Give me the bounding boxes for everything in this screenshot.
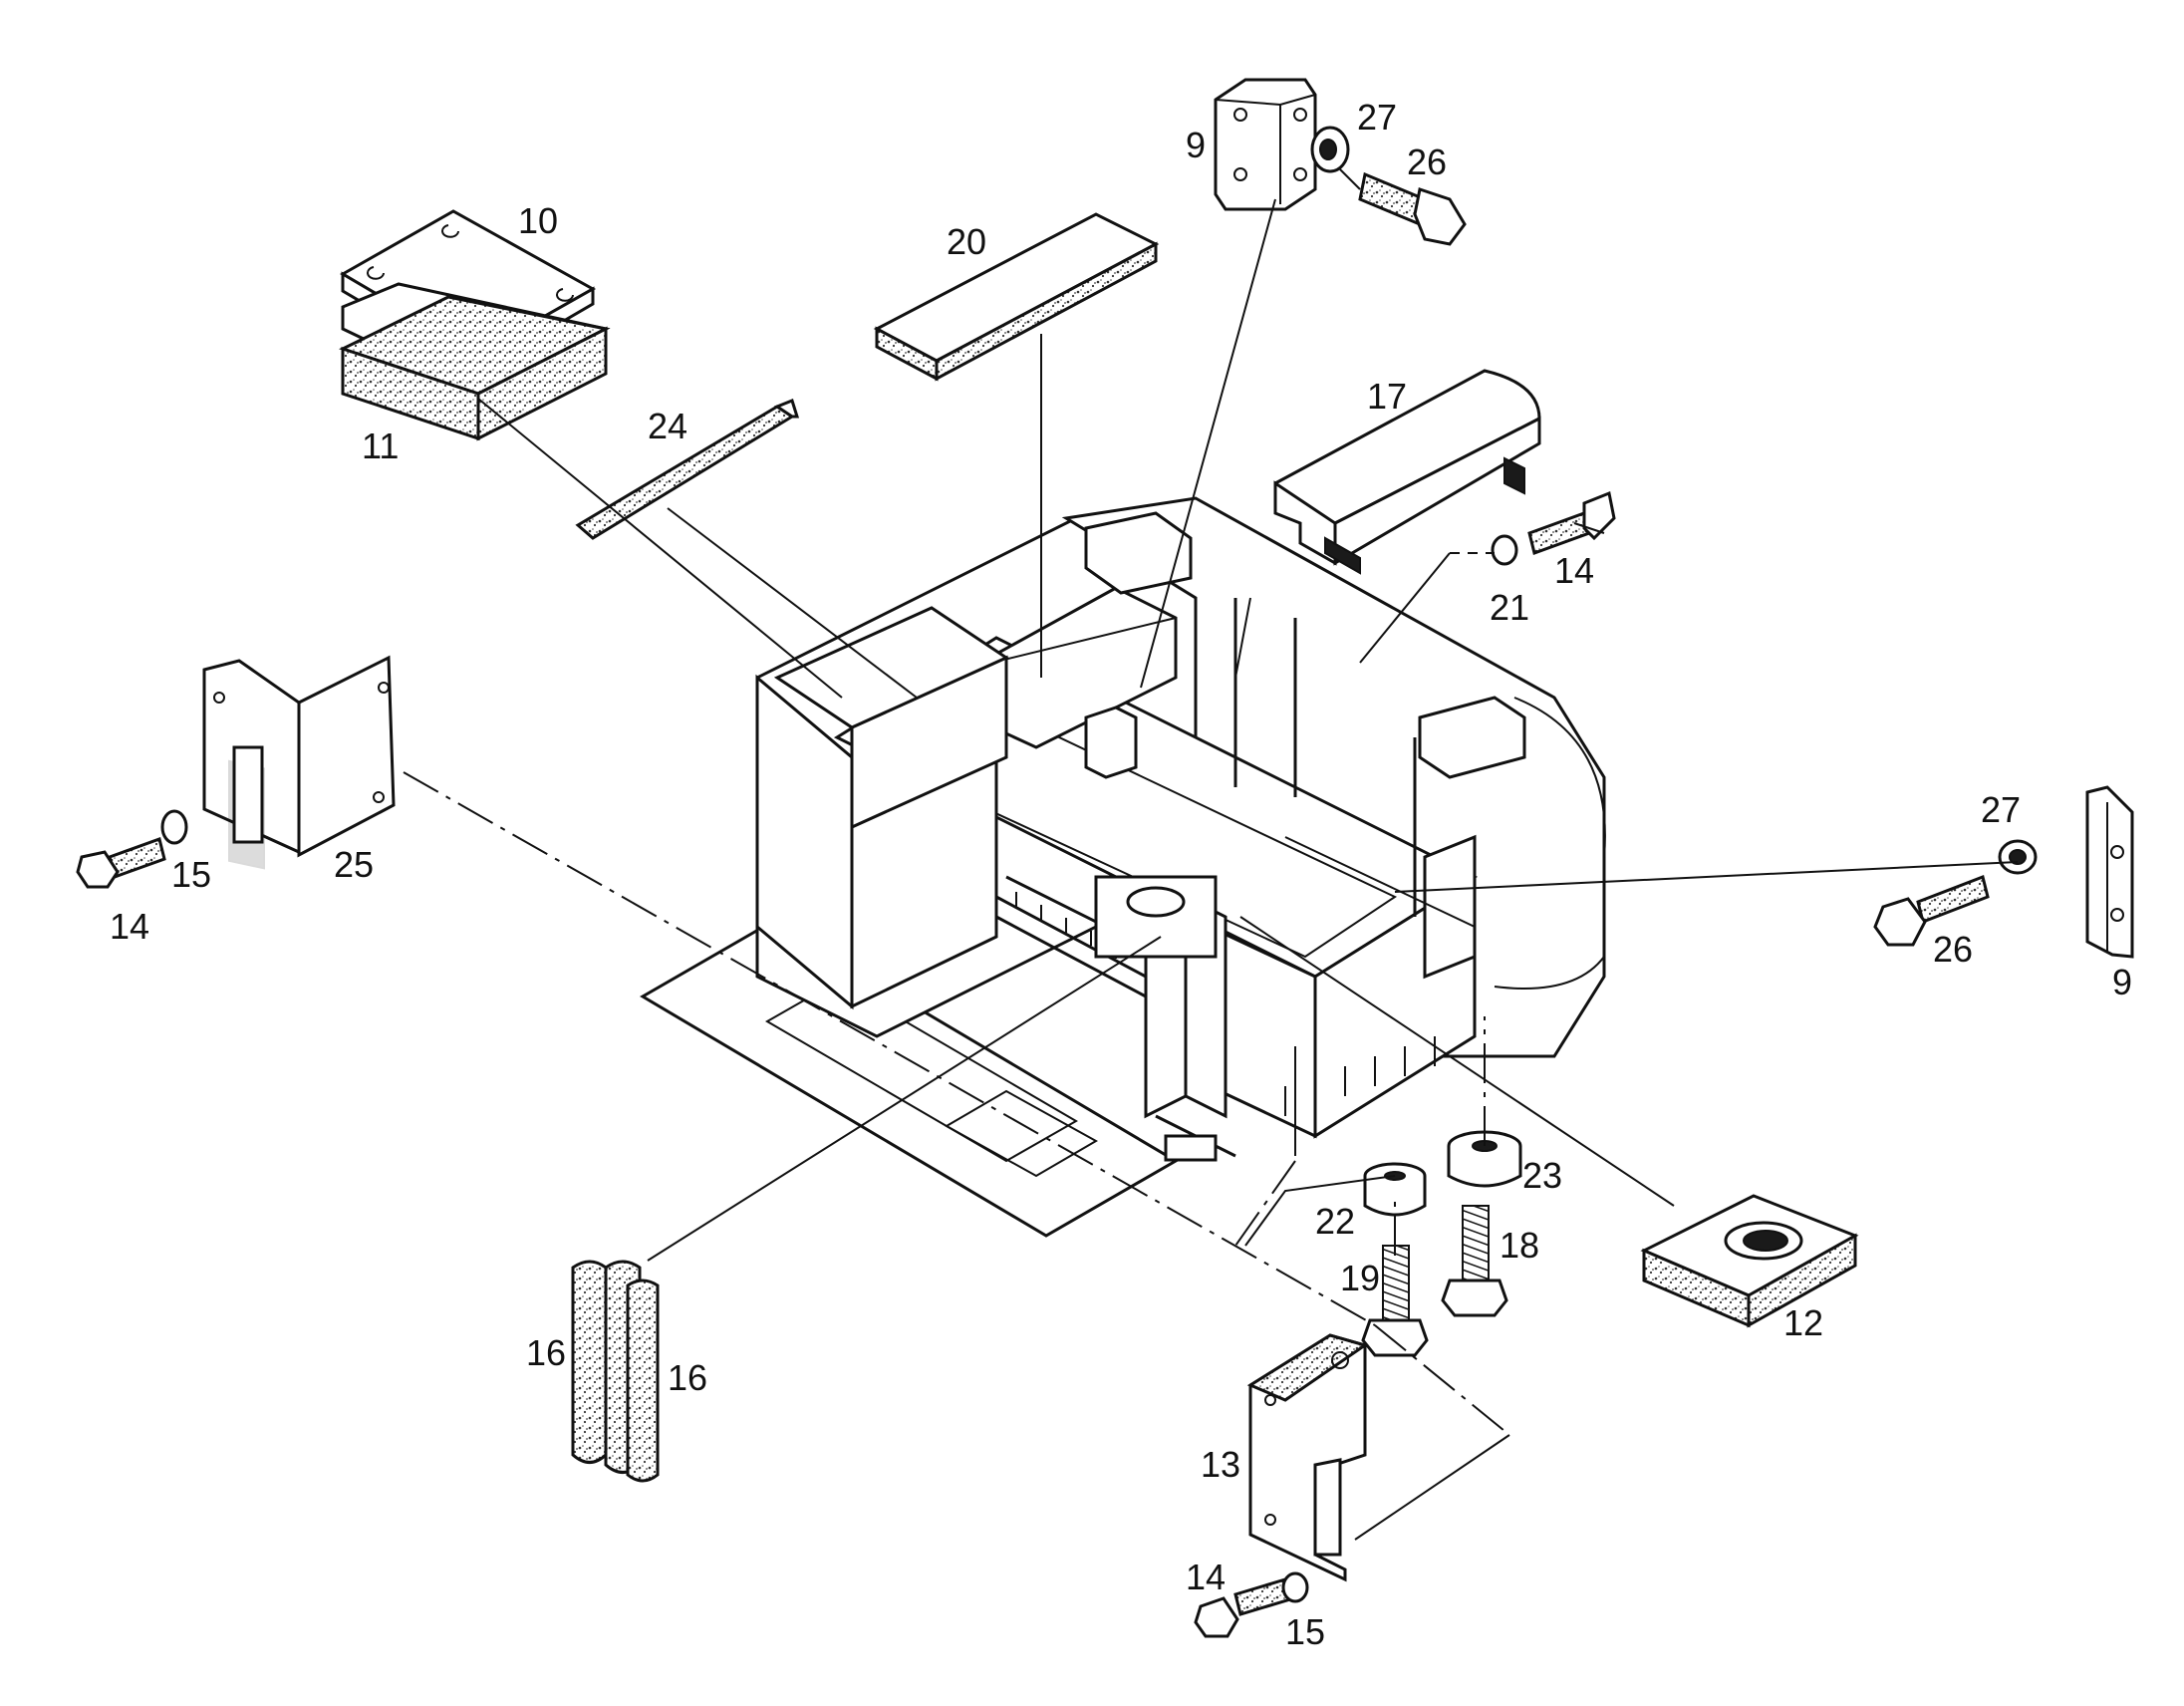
part-13-bracket <box>1246 1333 1369 1582</box>
part-27-right-washer <box>1998 839 2038 875</box>
callout-13: 13 <box>1201 1444 1240 1485</box>
part-25-cover <box>202 655 396 870</box>
callout-9-top: 9 <box>1186 125 1206 165</box>
callout-27-top: 27 <box>1357 97 1397 138</box>
callout-25: 25 <box>334 844 374 885</box>
callout-21: 21 <box>1490 587 1529 628</box>
callout-12: 12 <box>1783 1302 1823 1343</box>
callout-15-bottom: 15 <box>1285 1611 1325 1652</box>
callout-16-b: 16 <box>668 1357 707 1398</box>
callout-9-right: 9 <box>2112 962 2132 1002</box>
callout-20: 20 <box>947 221 986 262</box>
callout-16-a: 16 <box>526 1332 566 1373</box>
part-17-cap <box>1273 369 1541 575</box>
callout-17: 17 <box>1367 376 1407 417</box>
callout-15-left: 15 <box>171 854 211 895</box>
part-26-right-bolt <box>1873 874 1990 947</box>
part-14-left-bolt <box>76 837 166 889</box>
part-11-block <box>339 282 611 441</box>
callout-labels: 9 27 26 10 20 11 24 17 14 21 25 14 15 27… <box>110 97 2132 1652</box>
callout-14-left: 14 <box>110 906 149 947</box>
part-16-strips <box>571 1260 660 1483</box>
callout-24: 24 <box>648 406 687 446</box>
part-20-bar <box>873 212 1160 382</box>
part-15-left-washer <box>160 809 188 845</box>
part-12-block <box>1640 1194 1859 1328</box>
callout-22: 22 <box>1315 1201 1355 1242</box>
part-24-rod <box>575 399 800 540</box>
part-14-right-bolt <box>1527 490 1616 555</box>
callout-26-right: 26 <box>1933 929 1973 970</box>
part-21-washer <box>1491 534 1518 566</box>
part-18-bolt <box>1441 1205 1508 1317</box>
main-assembly <box>640 496 1606 1238</box>
callout-23: 23 <box>1522 1155 1562 1196</box>
part-26-top-bolt <box>1358 171 1467 246</box>
callout-26-top: 26 <box>1407 142 1447 182</box>
callout-11: 11 <box>362 426 399 466</box>
part-9-right-bracket <box>2085 785 2134 959</box>
callout-18: 18 <box>1500 1225 1539 1266</box>
part-22-spacer <box>1363 1162 1427 1217</box>
part-27-top-washer <box>1310 126 1350 173</box>
part-14-bottom-bolt <box>1194 1577 1292 1638</box>
callout-14-right: 14 <box>1554 550 1594 591</box>
callout-27-right: 27 <box>1981 789 2021 830</box>
callout-10: 10 <box>518 200 558 241</box>
callout-19: 19 <box>1340 1258 1380 1298</box>
part-9-top-bracket <box>1214 78 1317 211</box>
leader-lines <box>403 168 2019 1541</box>
callout-14-bottom: 14 <box>1186 1557 1226 1597</box>
part-15-bottom-washer <box>1281 1571 1309 1603</box>
